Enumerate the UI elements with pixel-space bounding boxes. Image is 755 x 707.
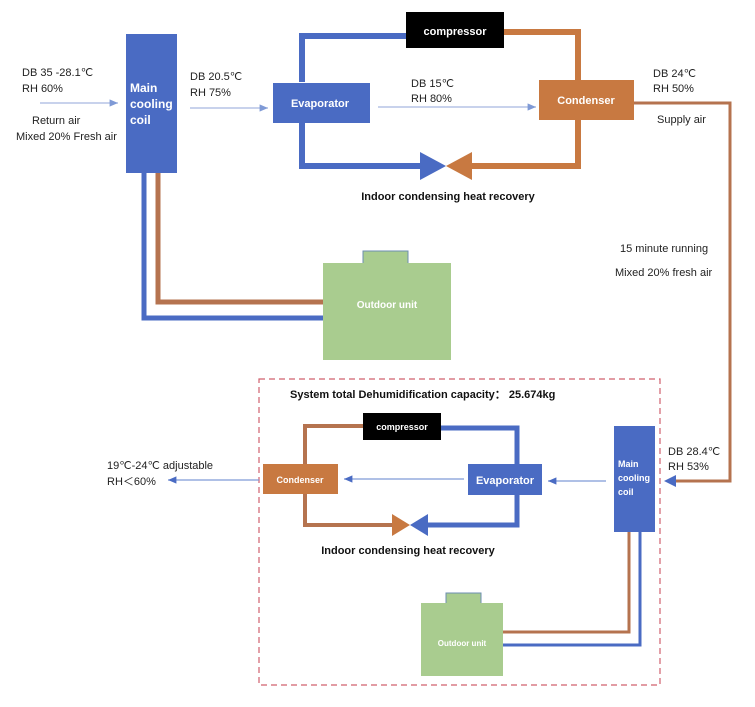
top-condenser-label: Condenser — [557, 95, 615, 107]
bottom-condenser — [263, 464, 338, 494]
bottom-loop-suction-pipe — [440, 425, 520, 465]
top-loop-discharge-pipe — [504, 29, 581, 80]
valve-right-triangle — [410, 514, 428, 536]
valve-left-triangle — [420, 152, 446, 180]
bottom-coil-blue-pipe — [503, 532, 642, 647]
bottom-evaporator-label: Evaporator — [476, 475, 535, 487]
top-outdoor-unit-cap — [362, 250, 409, 265]
top-outdoor-unit — [323, 263, 451, 360]
top-loop-return-pipe — [472, 120, 581, 169]
bottom-coil-label-2: cooling — [618, 473, 650, 483]
top-expansion-valve — [420, 152, 472, 180]
capacity-label: System total Dehumidification capacity： … — [290, 389, 555, 401]
bottom-inlet-db: DB 28.4℃ — [668, 446, 720, 458]
bottom-heat-recovery-label: Indoor condensing heat recovery — [321, 545, 495, 557]
bottom-loop-discharge-pipe — [303, 424, 365, 464]
bottom-coil-label-1: Main — [618, 459, 639, 469]
top-coil-label-1: Main — [130, 81, 157, 95]
transition-fresh-air: Mixed 20% fresh air — [615, 267, 713, 279]
valve-right-triangle — [446, 152, 472, 180]
after-evap-db: DB 15℃ — [411, 78, 454, 90]
top-compressor — [406, 12, 504, 48]
top-compressor-label: compressor — [424, 26, 488, 38]
top-condenser — [539, 80, 634, 120]
top-loop-suction-pipe — [299, 33, 408, 82]
top-loop-liquid-pipe — [299, 122, 420, 169]
top-refrigerant-loop — [299, 29, 581, 169]
top-main-cooling-coil — [126, 34, 177, 173]
top-heat-recovery-label: Indoor condensing heat recovery — [361, 191, 535, 203]
bottom-system-boundary — [258, 378, 661, 686]
after-coil-db: DB 20.5℃ — [190, 71, 242, 83]
valve-left-triangle — [392, 514, 410, 536]
supply-air-arrowhead — [664, 475, 676, 487]
bottom-compressor-label: compressor — [376, 422, 428, 432]
top-coil-blue-pipe — [141, 173, 325, 321]
supply-db: DB 24℃ — [653, 68, 696, 80]
supply-air-label: Supply air — [657, 114, 706, 126]
supply-rh: RH 50% — [653, 83, 694, 95]
bottom-main-cooling-coil — [614, 426, 655, 532]
bottom-expansion-valve — [392, 514, 428, 536]
top-coil-label-2: cooling — [130, 97, 173, 111]
top-coil-label-3: coil — [130, 113, 151, 127]
inlet-db: DB 35 -28.1℃ — [22, 67, 93, 79]
bottom-condenser-label: Condenser — [276, 475, 324, 485]
inlet-label-return-air: Return air — [32, 115, 81, 127]
bottom-outdoor-unit-label: Outdoor unit — [438, 639, 487, 648]
bottom-loop-return-pipe — [303, 494, 394, 527]
after-coil-rh: RH 75% — [190, 87, 231, 99]
bottom-loop-liquid-pipe — [426, 494, 520, 528]
inlet-label-fresh-air: Mixed 20% Fresh air — [16, 131, 117, 143]
bottom-coil-label-3: coil — [618, 487, 634, 497]
bottom-coil-copper-pipe — [503, 532, 631, 634]
top-outdoor-unit-label: Outdoor unit — [357, 300, 418, 311]
outlet-temp-range: 19℃-24℃ adjustable — [107, 460, 213, 472]
inlet-rh: RH 60% — [22, 83, 63, 95]
supply-air-duct — [634, 101, 732, 483]
top-evaporator — [273, 83, 370, 123]
outlet-rh: RH＜60% — [107, 476, 156, 488]
bottom-outdoor-unit-cap — [445, 592, 482, 605]
bottom-outdoor-unit — [421, 603, 503, 676]
transition-running-time: 15 minute running — [620, 243, 708, 255]
top-coil-copper-pipe — [155, 173, 325, 305]
after-evap-rh: RH 80% — [411, 93, 452, 105]
bottom-compressor — [363, 413, 441, 440]
bottom-inlet-rh: RH 53% — [668, 461, 709, 473]
bottom-evaporator — [468, 464, 542, 495]
top-evaporator-label: Evaporator — [291, 98, 350, 110]
